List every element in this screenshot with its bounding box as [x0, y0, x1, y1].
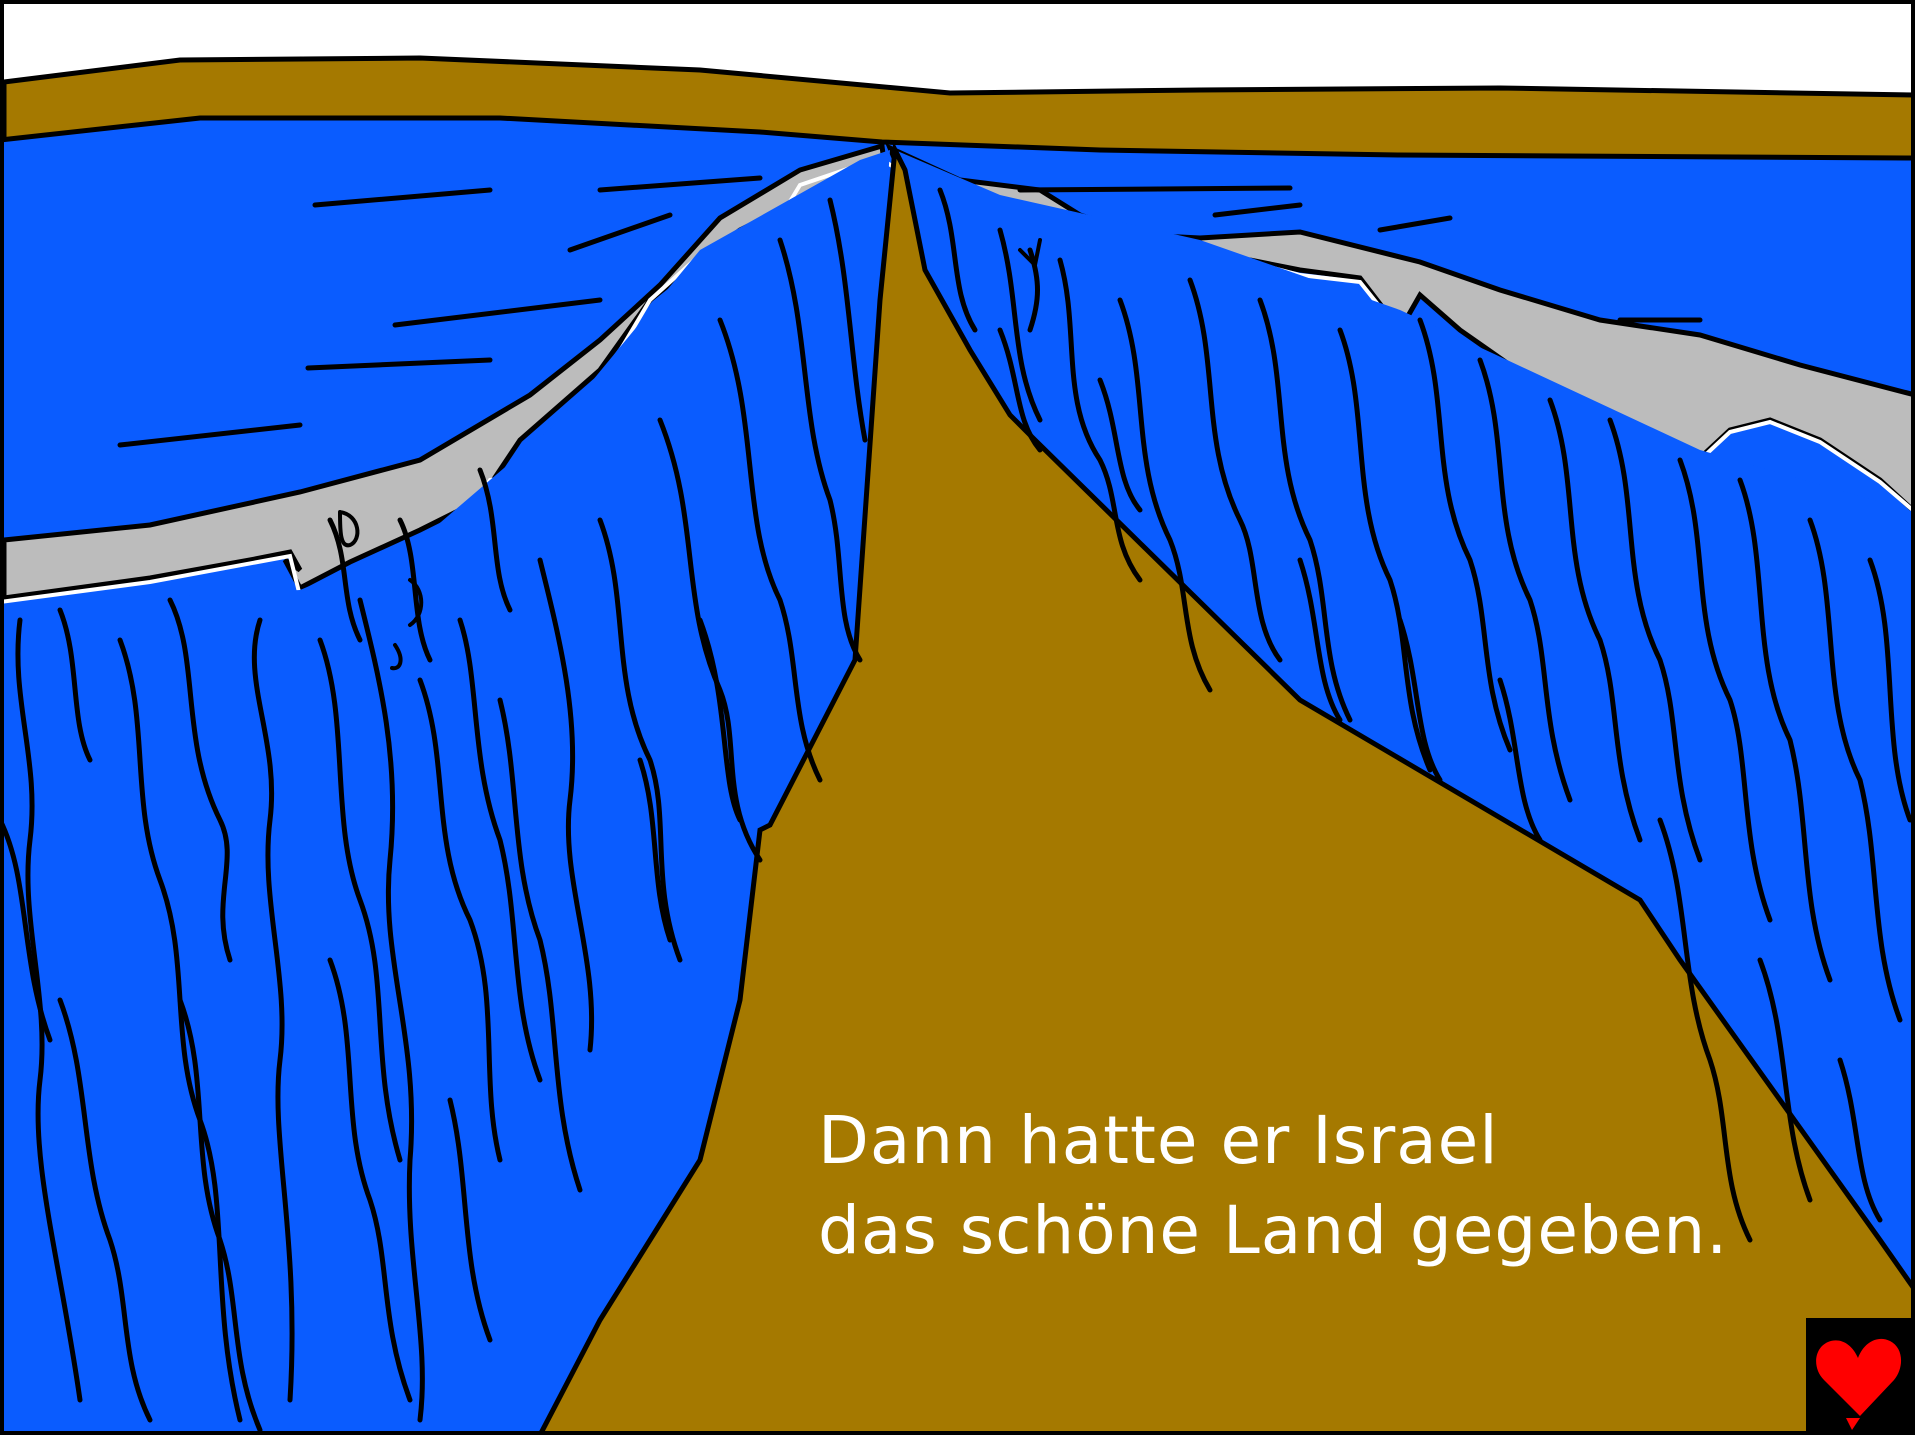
wave-strokes-right [937, 187, 1913, 1243]
heart-button[interactable] [1806, 1318, 1915, 1435]
slide-caption: Dann hatte er Israel das schöne Land geg… [818, 1096, 1818, 1276]
caption-line-1: Dann hatte er Israel [818, 1102, 1499, 1179]
foam-scribbles [338, 238, 1042, 671]
distant-ripples [117, 175, 1703, 448]
caption-line-2: das schöne Land gegeben. [818, 1192, 1729, 1269]
dry-path [537, 141, 1915, 1435]
water-wall-left [0, 150, 890, 1435]
wave-strokes-left [0, 197, 868, 1433]
heart-icon [1816, 1338, 1902, 1430]
